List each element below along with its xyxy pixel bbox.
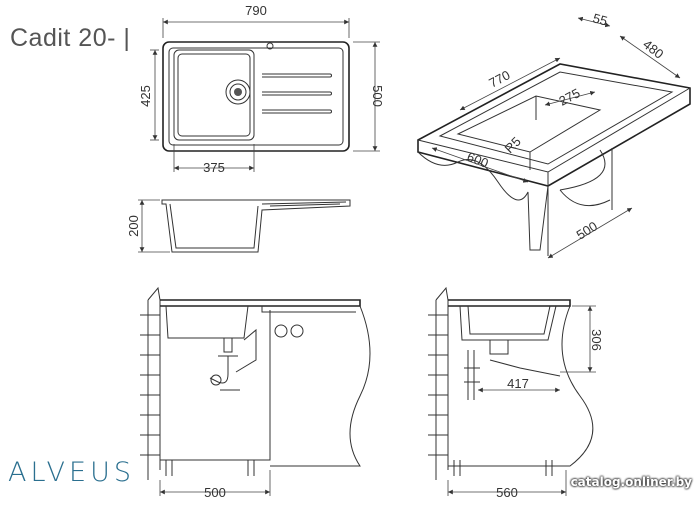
wall-bricks-2 [428,314,448,456]
isometric-view: 770 55 480 275 R5 600 500 [417,10,691,259]
iso-bowl [456,95,602,153]
dim-55: 55 [591,10,609,28]
top-view: 790 500 425 375 [138,3,385,175]
dim-480: 480 [640,37,666,62]
drainboard-grooves [262,73,332,114]
iso-worktop [417,63,691,187]
dim-500-front: 500 [204,485,226,500]
tap-hole-icon [266,42,274,50]
side-profile: 200 [126,199,351,253]
dim-417: 417 [507,376,529,391]
bowl-outline [173,49,255,141]
wall-bricks [140,314,160,456]
dim-500: 500 [370,85,385,107]
dim-375: 375 [203,160,225,175]
model-title: Cadit 20- | [10,24,131,52]
drain-icon [225,79,251,105]
dim-306: 306 [589,329,604,351]
brand-logo: ALVEUS [8,457,135,488]
dim-200: 200 [126,215,141,237]
dim-770: 770 [486,67,512,90]
dim-500-iso: 500 [574,218,600,242]
dim-425: 425 [138,85,153,107]
side-installation-view: 306 417 560 [428,286,604,500]
dim-790: 790 [245,3,267,18]
front-installation-view: 500 [140,286,371,500]
watermark: catalog.onliner.by [570,475,692,489]
sink-outline [162,41,350,152]
dim-560: 560 [496,485,518,500]
